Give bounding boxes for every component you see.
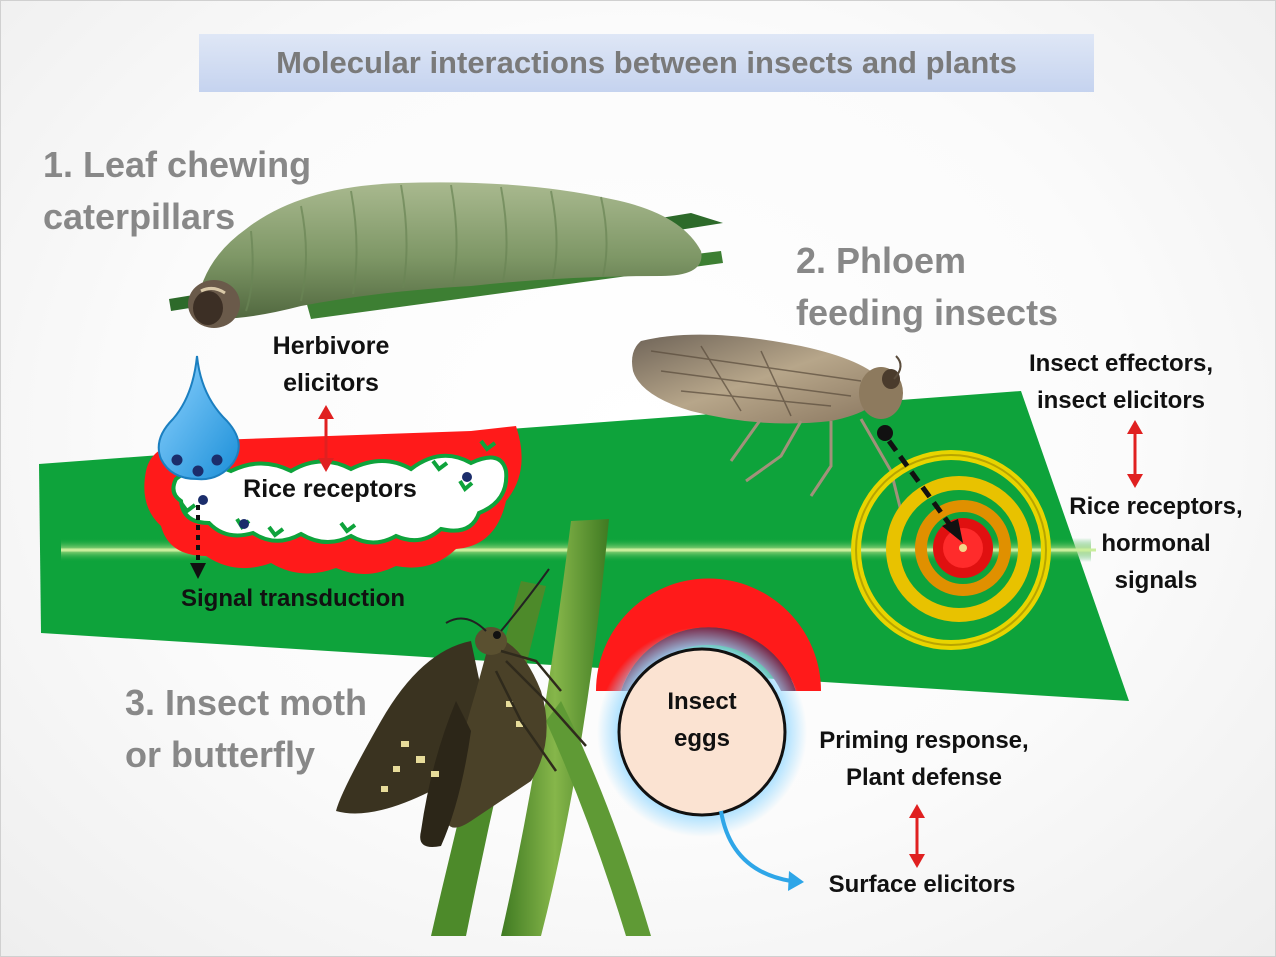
title-banner: Molecular interactions between insects a… bbox=[199, 34, 1094, 92]
moth-illustration bbox=[336, 568, 587, 847]
interaction-arrow-1 bbox=[318, 405, 334, 472]
label-insect-effectors: Insect effectors, insect elicitors bbox=[1006, 345, 1236, 419]
herbivore-elicitors-line2: elicitors bbox=[283, 369, 379, 397]
feeding-wound bbox=[144, 426, 522, 575]
rice-receptors-hormonal-line3: signals bbox=[1114, 567, 1198, 594]
herbivore-elicitors-line1: Herbivore bbox=[272, 332, 390, 360]
interaction-arrow-2 bbox=[1127, 420, 1143, 488]
feeding-site-rings bbox=[851, 450, 1051, 650]
signal-arrow bbox=[190, 505, 206, 579]
insect-eggs-line2: eggs bbox=[673, 725, 730, 752]
section-caterpillar-line1: 1. Leaf chewing bbox=[43, 144, 312, 185]
label-priming-response: Priming response, Plant defense bbox=[799, 722, 1049, 796]
priming-line2: Plant defense bbox=[845, 764, 1003, 791]
label-herbivore-elicitors: Herbivore elicitors bbox=[251, 328, 411, 402]
priming-line1: Priming response, bbox=[819, 727, 1029, 754]
section-caterpillar: 1. Leaf chewing caterpillars bbox=[43, 139, 311, 243]
caterpillar-illustration bbox=[169, 182, 723, 328]
planthopper-illustration bbox=[632, 334, 903, 512]
receptor-marks bbox=[179, 439, 497, 538]
label-signal-transduction: Signal transduction bbox=[180, 585, 405, 612]
rice-receptors-hormonal-line2: hormonal bbox=[1101, 530, 1211, 557]
surface-arrow bbox=[719, 810, 804, 891]
insect-effectors-line1: Insect effectors, bbox=[1028, 350, 1214, 377]
interaction-arrow-3 bbox=[909, 804, 925, 868]
label-insect-eggs: Insect eggs bbox=[631, 683, 773, 757]
section-moth-line1: 3. Insect moth bbox=[125, 682, 368, 723]
diagram-title: Molecular interactions between insects a… bbox=[276, 45, 1017, 80]
label-rice-receptors: Rice receptors bbox=[243, 475, 417, 503]
rice-receptors-hormonal-line1: Rice receptors, bbox=[1069, 493, 1243, 520]
label-surface-elicitors: Surface elicitors bbox=[828, 871, 1016, 898]
label-rice-receptors-hormonal: Rice receptors, hormonal signals bbox=[1051, 488, 1261, 599]
section-phloem-line1: 2. Phloem bbox=[796, 240, 967, 281]
section-moth: 3. Insect moth or butterfly bbox=[125, 677, 367, 781]
section-moth-line2: or butterfly bbox=[125, 734, 316, 775]
egg-site bbox=[596, 578, 821, 837]
insect-eggs-line1: Insect bbox=[667, 688, 737, 715]
saliva-droplet bbox=[157, 355, 240, 481]
section-phloem: 2. Phloem feeding insects bbox=[796, 235, 1058, 339]
stylet-arrow bbox=[877, 425, 963, 543]
section-phloem-line2: feeding insects bbox=[796, 292, 1059, 333]
section-caterpillar-line2: caterpillars bbox=[43, 196, 236, 237]
insect-effectors-line2: insect elicitors bbox=[1036, 387, 1206, 414]
